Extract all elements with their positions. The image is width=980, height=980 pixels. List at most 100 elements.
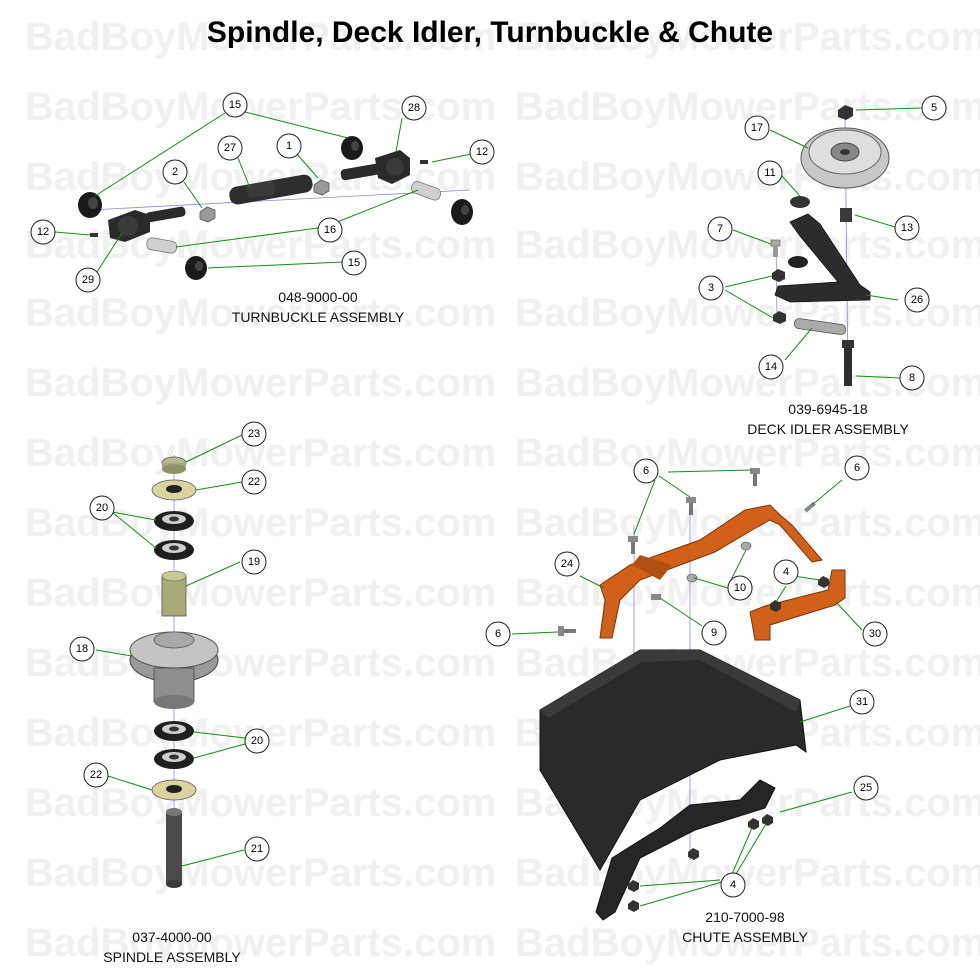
callout-label: 15 (348, 257, 360, 269)
callout-label: 14 (765, 361, 777, 373)
callout-label: 21 (251, 843, 263, 855)
watermark-text: BadBoyMowerParts.com (25, 361, 496, 405)
part-spindle-bearing-2 (154, 540, 194, 560)
part-chute-small-bracket (749, 569, 846, 641)
part-spindle-sleeve (161, 570, 187, 617)
watermark-text: BadBoyMowerParts.com (25, 781, 496, 825)
callout-label: 11 (764, 167, 775, 179)
part-spacer-left (146, 237, 178, 254)
diagram-title: Spindle, Deck Idler, Turnbuckle & Chute (207, 16, 773, 49)
part-idler-bearing-washer (790, 196, 810, 208)
part-nut-right (313, 179, 330, 196)
callout-12: 12 (30, 219, 56, 245)
callout-25: 25 (853, 775, 879, 801)
callout-19: 19 (241, 549, 267, 575)
callout-label: 17 (751, 122, 763, 134)
callout-3: 3 (698, 275, 724, 301)
part-bushing-top (341, 136, 363, 160)
callout-label: 19 (248, 556, 260, 568)
callout-label: 2 (172, 166, 178, 178)
part-spindle-bearing-3 (154, 721, 194, 741)
callout-14: 14 (758, 354, 784, 380)
watermark-text: BadBoyMowerParts.com (515, 155, 980, 199)
part-idler-top-nut (838, 105, 853, 120)
spindle-assembly-name: SPINDLE ASSEMBLY (103, 949, 241, 965)
callout-label: 4 (730, 879, 736, 891)
callout-5: 5 (921, 95, 947, 121)
callout-15: 15 (222, 92, 248, 118)
watermark-text: BadBoyMowerParts.com (515, 921, 980, 965)
chute-assembly-name: CHUTE ASSEMBLY (682, 929, 808, 945)
deck-idler-part-number: 039-6945-18 (788, 401, 868, 417)
part-grease-fitting-left (90, 233, 98, 237)
watermark-text: BadBoyMowerParts.com (25, 571, 496, 615)
callout-label: 5 (931, 102, 937, 114)
part-spindle-seal-bottom (151, 779, 197, 801)
callout-label: 28 (408, 102, 420, 114)
watermark-text: BadBoyMowerParts.com (515, 291, 980, 335)
part-chute-washer-2 (686, 573, 698, 583)
callout-23: 23 (241, 421, 267, 447)
callout-4: 4 (773, 559, 799, 585)
part-chute-nut-5 (628, 880, 639, 892)
callout-13: 13 (894, 215, 920, 241)
part-chute-nut-6 (628, 900, 639, 912)
callout-2: 2 (162, 159, 188, 185)
part-spindle-seal-top (151, 479, 197, 501)
callout-label: 6 (643, 465, 649, 477)
callout-18: 18 (69, 636, 95, 662)
callout-22: 22 (241, 469, 267, 495)
callout-26: 26 (904, 287, 930, 313)
callout-1: 1 (276, 133, 302, 159)
part-chute-nut-7 (688, 848, 699, 860)
callout-17: 17 (744, 115, 770, 141)
part-idler-link-plate (793, 318, 847, 335)
callout-6: 6 (485, 621, 511, 647)
callout-label: 15 (229, 99, 241, 111)
callout-27: 27 (217, 135, 243, 161)
callout-31: 31 (849, 689, 875, 715)
part-chute-bolt-1 (628, 536, 638, 554)
spindle-part-number: 037-4000-00 (132, 929, 212, 945)
callout-label: 26 (911, 294, 923, 306)
callout-label: 10 (734, 582, 746, 594)
callout-label: 31 (856, 696, 868, 708)
callout-label: 6 (495, 628, 501, 640)
callout-4: 4 (720, 872, 746, 898)
part-nut-left (199, 206, 216, 223)
spindle-assembly: 037-4000-00 SPINDLE ASSEMBLY (95, 434, 246, 965)
callout-label: 30 (869, 628, 881, 640)
part-idler-nut-upper (772, 269, 785, 282)
callout-label: 12 (37, 226, 49, 238)
part-chute-nut-1 (770, 600, 781, 612)
callout-label: 6 (854, 462, 860, 474)
part-chute-bolt-9 (651, 594, 661, 600)
part-rod-end-right (340, 150, 410, 184)
part-idler-pulley (800, 127, 890, 189)
part-idler-washer (788, 256, 808, 268)
part-idler-arm (774, 213, 871, 303)
callout-label: 8 (909, 372, 915, 384)
part-idler-pivot-bolt (842, 340, 854, 386)
watermark-text: BadBoyMowerParts.com (25, 921, 496, 965)
part-bushing-right (451, 199, 473, 225)
part-chute-bolt-5 (558, 626, 576, 636)
callout-12: 12 (469, 139, 495, 165)
callout-label: 20 (251, 735, 263, 747)
part-spindle-top-cap (161, 456, 187, 474)
callout-29: 29 (75, 267, 101, 293)
callout-label: 24 (561, 558, 573, 570)
callout-10: 10 (727, 575, 753, 601)
watermark-text: BadBoyMowerParts.com (515, 15, 980, 59)
watermark-text: BadBoyMowerParts.com (25, 223, 496, 267)
part-chute-nut-3 (748, 818, 759, 830)
part-idler-nut-lower (773, 311, 786, 324)
part-chute-washer-1 (740, 541, 752, 551)
turnbuckle-part-number: 048-9000-00 (278, 289, 358, 305)
callout-label: 23 (248, 428, 260, 440)
part-chute-bracket-tab (632, 555, 672, 580)
